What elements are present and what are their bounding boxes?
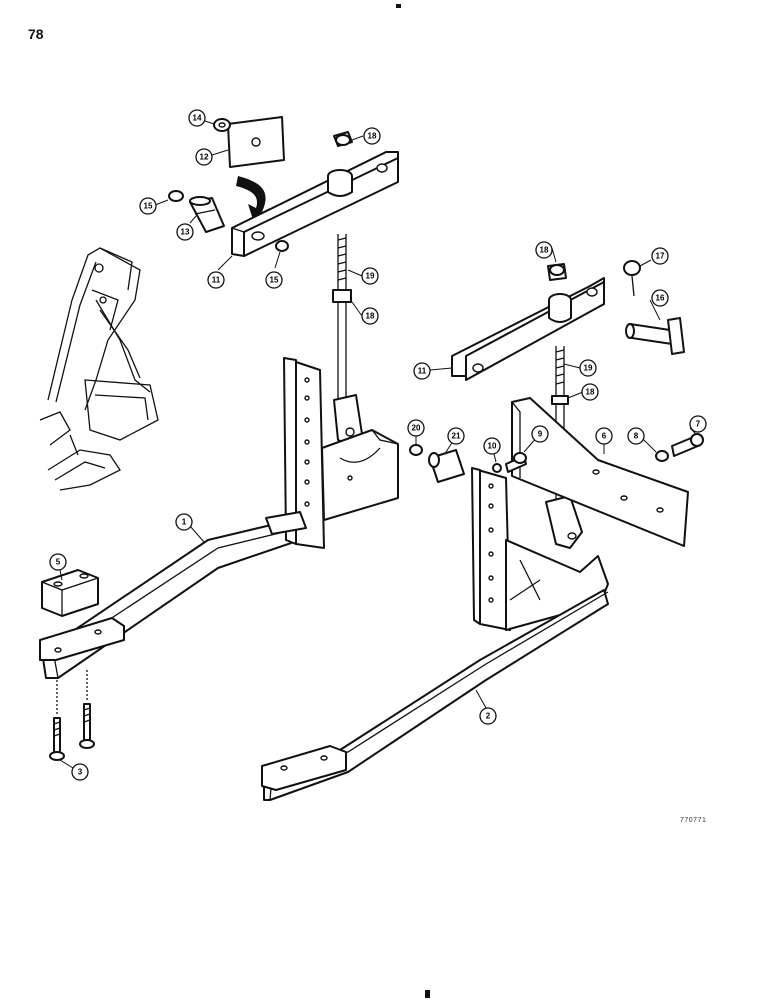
callout-15: 15	[139, 197, 157, 215]
svg-text:11: 11	[418, 367, 427, 376]
link-11-left	[231, 151, 399, 257]
svg-text:8: 8	[634, 432, 639, 441]
washer-8	[655, 450, 669, 462]
svg-text:15: 15	[270, 276, 279, 285]
svg-text:1: 1	[182, 518, 187, 527]
plate-12	[227, 116, 285, 168]
clip-17	[623, 260, 641, 297]
nut-18-top-left	[333, 131, 353, 147]
bottom-mark	[425, 990, 430, 998]
callouts: 14 12 18 15 13 11 15 19 18 18 17 16 11 1…	[49, 109, 707, 781]
svg-text:19: 19	[584, 364, 593, 373]
nut-10	[492, 463, 502, 473]
svg-text:5: 5	[56, 558, 61, 567]
callout-11: 11	[207, 271, 225, 289]
svg-text:15: 15	[144, 202, 153, 211]
callout-19: 19	[579, 359, 597, 377]
frame-1	[39, 357, 399, 679]
svg-text:11: 11	[212, 276, 221, 285]
callout-18: 18	[535, 241, 553, 259]
callout-20: 20	[407, 419, 425, 437]
pin-16	[625, 317, 685, 355]
plate-6	[511, 397, 689, 547]
callout-18: 18	[581, 383, 599, 401]
callout-17: 17	[651, 247, 669, 265]
svg-text:17: 17	[656, 252, 665, 261]
svg-text:6: 6	[602, 432, 607, 441]
callout-3: 3	[71, 763, 89, 781]
ring-15-lower	[275, 240, 289, 252]
svg-text:18: 18	[368, 132, 377, 141]
callout-18: 18	[361, 307, 379, 325]
svg-text:2: 2	[486, 712, 491, 721]
callout-6: 6	[595, 427, 613, 445]
top-mark	[396, 4, 401, 8]
nut-18-top-right	[547, 263, 567, 281]
pin-13	[189, 196, 225, 233]
backhoe-thumbnail	[39, 247, 159, 491]
bolt-9	[505, 452, 527, 473]
bolts-3	[49, 670, 95, 761]
svg-text:18: 18	[540, 246, 549, 255]
callout-12: 12	[195, 148, 213, 166]
callout-19: 19	[361, 267, 379, 285]
svg-text:12: 12	[200, 153, 209, 162]
page-number: 78	[28, 26, 44, 42]
pin-21	[428, 449, 465, 483]
callout-10: 10	[483, 437, 501, 455]
svg-text:18: 18	[586, 388, 595, 397]
svg-text:14: 14	[193, 114, 202, 123]
washer-14	[213, 118, 231, 132]
frame-2	[261, 467, 609, 801]
callout-2: 2	[479, 707, 497, 725]
callout-7: 7	[689, 415, 707, 433]
block-5	[41, 569, 99, 617]
svg-text:18: 18	[366, 312, 375, 321]
bolt-7	[671, 433, 704, 457]
svg-text:7: 7	[696, 420, 701, 429]
svg-text:9: 9	[538, 430, 543, 439]
rod-19-right	[545, 346, 583, 549]
callout-18: 18	[363, 127, 381, 145]
svg-text:19: 19	[366, 272, 375, 281]
svg-text:20: 20	[412, 424, 421, 433]
callout-15: 15	[265, 271, 283, 289]
svg-text:10: 10	[488, 442, 497, 451]
svg-text:3: 3	[78, 768, 83, 777]
callout-14: 14	[188, 109, 206, 127]
callout-13: 13	[176, 223, 194, 241]
svg-text:21: 21	[452, 432, 461, 441]
callout-5: 5	[49, 553, 67, 571]
link-11-right	[451, 277, 605, 381]
callout-16: 16	[651, 289, 669, 307]
svg-text:16: 16	[656, 294, 665, 303]
callout-1: 1	[175, 513, 193, 531]
callout-9: 9	[531, 425, 549, 443]
callout-21: 21	[447, 427, 465, 445]
drawing-code: 770771	[680, 817, 707, 824]
callout-8: 8	[627, 427, 645, 445]
callout-11: 11	[413, 362, 431, 380]
svg-text:13: 13	[181, 228, 190, 237]
rod-19-left	[332, 234, 363, 445]
ring-20	[409, 444, 423, 456]
ring-15-upper	[168, 190, 184, 202]
